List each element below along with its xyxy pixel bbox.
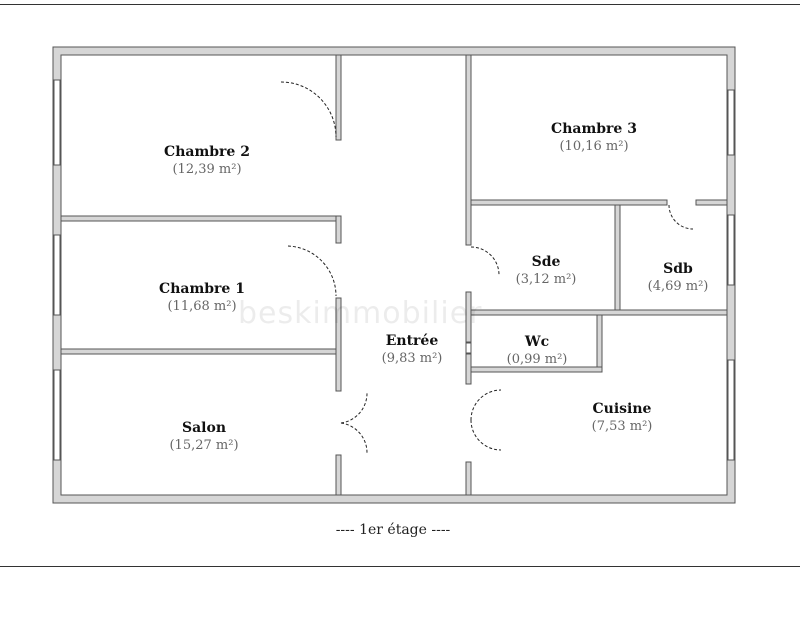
door-chambre2 <box>280 81 337 138</box>
door-salon-bottom <box>340 422 368 454</box>
outer-wall <box>52 46 736 504</box>
room-entree: Entrée (9,83 m²) <box>382 332 443 367</box>
room-chambre-1: Chambre 1 (11,68 m²) <box>159 280 245 315</box>
door-chambre1 <box>287 245 337 297</box>
room-area: (4,69 m²) <box>647 279 709 294</box>
room-area: (3,12 m²) <box>515 272 577 287</box>
top-frame-line <box>0 4 800 5</box>
room-area: (15,27 m²) <box>169 438 239 453</box>
interior-walls <box>60 54 728 496</box>
room-name: Chambre 3 <box>551 121 637 137</box>
room-name: Chambre 2 <box>164 144 250 160</box>
door-swings <box>280 81 694 454</box>
door-sde <box>470 246 500 276</box>
room-area: (0,99 m²) <box>506 352 568 367</box>
bottom-frame-line <box>0 566 800 567</box>
room-sdb: Sdb (4,69 m²) <box>648 260 709 295</box>
floor-caption: ---- 1er étage ---- <box>335 522 451 538</box>
door-salon-top <box>340 392 368 424</box>
door-cuisine-bottom <box>470 419 502 451</box>
room-chambre-2: Chambre 2 (12,39 m²) <box>164 143 250 178</box>
room-name: Chambre 1 <box>159 281 245 297</box>
room-name: Cuisine <box>592 401 652 417</box>
room-area: (11,68 m²) <box>167 299 237 314</box>
door-cuisine-top <box>470 389 502 421</box>
room-name: Sdb <box>663 261 693 277</box>
room-salon: Salon (15,27 m²) <box>169 419 238 454</box>
room-chambre-3: Chambre 3 (10,16 m²) <box>551 120 637 155</box>
room-area: (7,53 m²) <box>591 419 653 434</box>
door-sdb <box>668 204 694 230</box>
room-name: Entrée <box>385 333 439 349</box>
room-name: Wc <box>524 334 550 350</box>
room-area: (9,83 m²) <box>381 351 443 366</box>
room-sde: Sde (3,12 m²) <box>516 253 577 288</box>
room-name: Sde <box>531 254 561 270</box>
room-area: (12,39 m²) <box>172 162 242 177</box>
room-name: Salon <box>181 420 227 436</box>
room-cuisine: Cuisine (7,53 m²) <box>592 400 653 435</box>
watermark: beskimmobilier <box>238 296 483 331</box>
room-area: (10,16 m²) <box>559 139 629 154</box>
room-wc: Wc (0,99 m²) <box>507 333 568 368</box>
